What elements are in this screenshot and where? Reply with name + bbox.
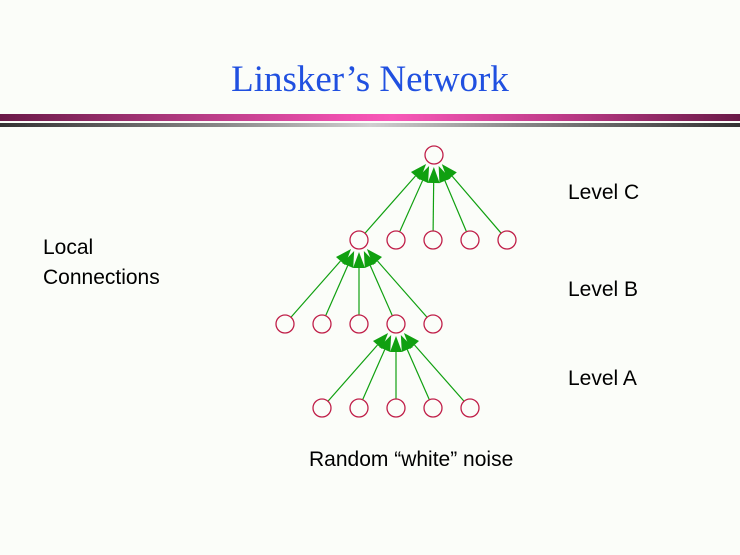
level-a-node xyxy=(275,314,295,334)
arrowhead-icon xyxy=(427,166,440,184)
level-b-label: Level B xyxy=(568,278,639,301)
level-c-label: Level C xyxy=(568,181,640,204)
connection-line xyxy=(362,349,386,401)
level-a-node xyxy=(312,314,332,334)
arrowhead-icon xyxy=(372,333,389,349)
arrowhead-icon xyxy=(417,165,430,184)
noise-node xyxy=(349,398,369,418)
connection-line xyxy=(290,260,341,318)
level-a-node xyxy=(386,314,406,334)
arrowhead-icon xyxy=(366,249,383,265)
level-b-node xyxy=(386,230,406,250)
arrowhead-icon xyxy=(410,163,427,180)
level-b-node xyxy=(497,230,517,250)
connection-line xyxy=(327,344,378,402)
level-c-node xyxy=(424,145,444,165)
level-b-node xyxy=(423,230,443,250)
level-a-node xyxy=(423,314,443,334)
level-b-node xyxy=(460,230,480,250)
slide-title: Linsker’s Network xyxy=(231,59,509,100)
level-b-node xyxy=(349,230,369,250)
arrowhead-icon xyxy=(441,164,457,181)
connection-line xyxy=(406,349,430,401)
arrowhead-icon xyxy=(353,252,365,268)
arrowhead-icon xyxy=(379,334,392,353)
noise-label: Random “white” noise xyxy=(309,448,514,471)
level-a-label: Level A xyxy=(568,367,637,390)
connection-line xyxy=(377,260,428,318)
connection-line xyxy=(399,180,424,233)
local-connections-label: Local Connections xyxy=(43,233,160,293)
local-label-line1: Local xyxy=(43,236,94,259)
connection-line xyxy=(364,175,416,234)
connection-line xyxy=(414,344,465,402)
arrowhead-icon xyxy=(335,249,352,265)
arrowhead-icon xyxy=(390,336,402,352)
connection-line xyxy=(369,265,393,317)
arrowhead-icon xyxy=(403,333,420,349)
title-divider-gray xyxy=(0,123,740,127)
noise-node xyxy=(460,398,480,418)
connection-line xyxy=(325,265,349,317)
noise-node xyxy=(423,398,443,418)
title-divider-pink xyxy=(0,114,740,121)
connection-line xyxy=(432,182,435,232)
noise-node xyxy=(312,398,332,418)
local-label-line2: Connections xyxy=(43,266,160,289)
arrowhead-icon xyxy=(342,250,355,269)
noise-node xyxy=(386,398,406,418)
level-a-node xyxy=(349,314,369,334)
connection-line xyxy=(444,180,468,232)
connection-line xyxy=(451,175,502,234)
